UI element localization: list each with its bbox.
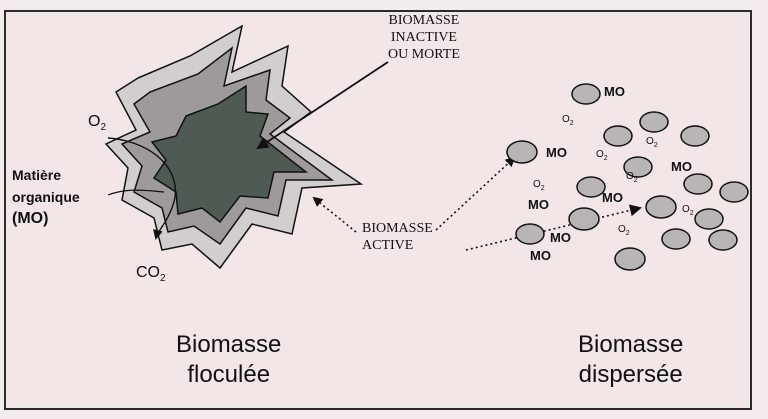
active-line-2: ACTIVE	[362, 237, 433, 254]
o2-subscript: 2	[634, 177, 638, 184]
floc-caption-line-2: floculée	[176, 360, 281, 390]
mo-label: MO	[528, 197, 549, 212]
inactive-line-2: INACTIVE	[388, 29, 460, 46]
particle	[615, 248, 645, 270]
mo-label: MO	[602, 190, 623, 205]
o2-subscript: 2	[570, 120, 574, 127]
particle	[572, 84, 600, 104]
particle	[569, 208, 599, 230]
particle	[507, 141, 537, 163]
o2-subscript: 2	[626, 230, 630, 237]
co2-main: CO	[136, 264, 160, 281]
mo-label: MO	[671, 159, 692, 174]
co2-sub: 2	[160, 273, 166, 284]
active-biomass-label: BIOMASSE ACTIVE	[362, 220, 433, 254]
active-arrow-upper	[436, 158, 514, 230]
active-arrow-floc	[314, 198, 356, 232]
matiere-line-2: organique	[12, 186, 80, 208]
dispersed-caption-line-1: Biomasse	[578, 330, 683, 360]
inactive-biomass-label: BIOMASSE INACTIVE OU MORTE	[388, 12, 460, 63]
particle	[662, 229, 690, 249]
mo-label: MO	[546, 145, 567, 160]
o2-subscript: 2	[541, 185, 545, 192]
floc-caption-line-1: Biomasse	[176, 330, 281, 360]
particle	[720, 182, 748, 202]
active-line-1: BIOMASSE	[362, 220, 433, 237]
mo-label: MO	[550, 230, 571, 245]
o2-left-label: O2	[88, 113, 106, 133]
co2-label: CO2	[136, 264, 166, 284]
particle	[681, 126, 709, 146]
o2-label: O2	[646, 136, 658, 149]
matiere-organique-label: Matière organique (MO)	[12, 164, 80, 230]
o2-subscript: 2	[604, 155, 608, 162]
particle	[646, 196, 676, 218]
particle	[604, 126, 632, 146]
diagram-panel: MO MO MO MO MO MO MO O2 O2 O2 O2 O2 O2 O…	[4, 10, 752, 410]
dispersed-caption: Biomasse dispersée	[578, 330, 683, 390]
o2-subscript: 2	[690, 210, 694, 217]
particle	[516, 224, 544, 244]
particle	[577, 177, 605, 197]
dispersed-caption-line-2: dispersée	[578, 360, 683, 390]
floc-caption: Biomasse floculée	[176, 330, 281, 390]
particle	[640, 112, 668, 132]
matiere-line-1: Matière	[12, 164, 80, 186]
o2-label: O2	[618, 224, 630, 237]
o2-label: O2	[682, 204, 694, 217]
o2-left-main: O	[88, 113, 100, 130]
matiere-line-3: (MO)	[12, 208, 80, 230]
o2-label: O2	[533, 179, 545, 192]
o2-left-sub: 2	[100, 122, 106, 133]
mo-label: MO	[604, 84, 625, 99]
inactive-line-3: OU MORTE	[388, 46, 460, 63]
particle	[695, 209, 723, 229]
particle	[709, 230, 737, 250]
o2-subscript: 2	[654, 142, 658, 149]
particle	[684, 174, 712, 194]
o2-label: O2	[562, 114, 574, 127]
mo-label: MO	[530, 248, 551, 263]
inactive-line-1: BIOMASSE	[388, 12, 460, 29]
o2-label: O2	[596, 149, 608, 162]
